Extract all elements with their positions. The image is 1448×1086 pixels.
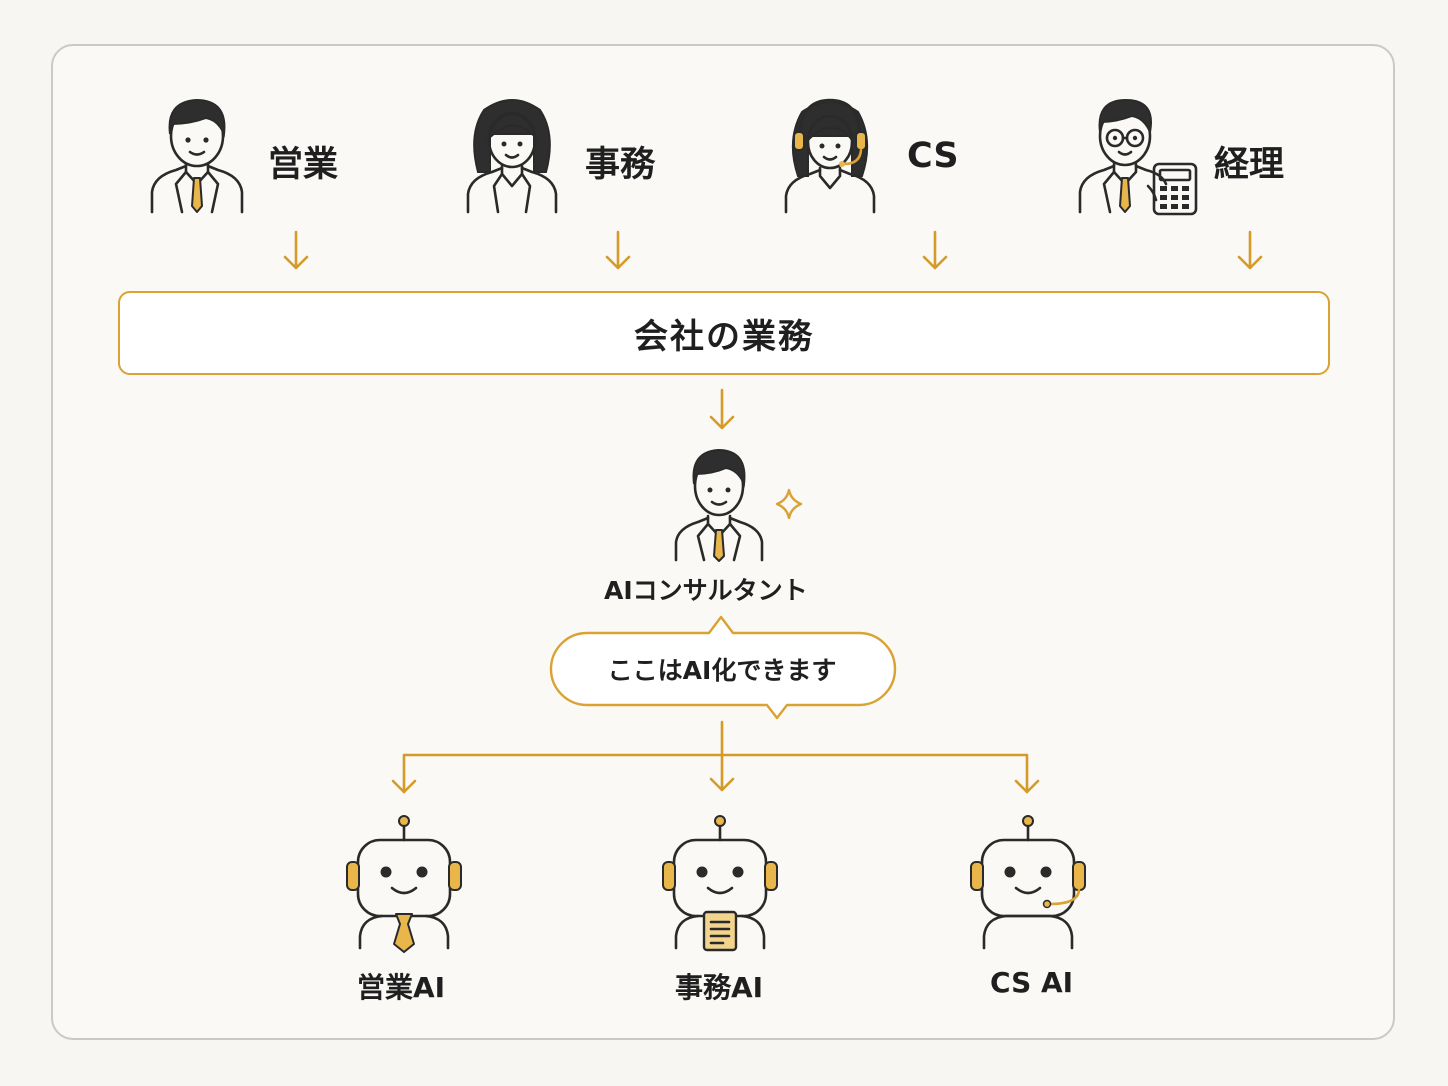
role-label-cs: CS	[907, 136, 959, 176]
cs-ai-robot-icon	[970, 815, 1086, 950]
company-operations-box: 会社の業務	[118, 291, 1330, 375]
sales-ai-robot-icon	[346, 815, 462, 953]
role-label-office: 事務	[585, 145, 656, 185]
sales-person-icon	[150, 98, 244, 214]
role-label-sales: 営業	[268, 145, 339, 185]
customer-support-icon	[784, 98, 876, 214]
office-ai-robot-icon	[662, 815, 778, 952]
sales-ai-label: 営業AI	[357, 971, 446, 1004]
accountant-icon	[1078, 98, 1198, 216]
office-ai-label: 事務AI	[675, 971, 764, 1004]
company-operations-label: 会社の業務	[634, 316, 814, 357]
ai-consultant-label: AIコンサルタント	[604, 576, 808, 605]
speech-bubble-text: ここはAI化できます	[607, 656, 837, 685]
office-worker-icon	[466, 99, 558, 214]
role-label-accounting: 経理	[1214, 145, 1285, 185]
ai-consultant-icon	[674, 448, 803, 562]
cs-ai-label: CS AI	[990, 966, 1074, 999]
speech-bubble	[549, 615, 897, 720]
